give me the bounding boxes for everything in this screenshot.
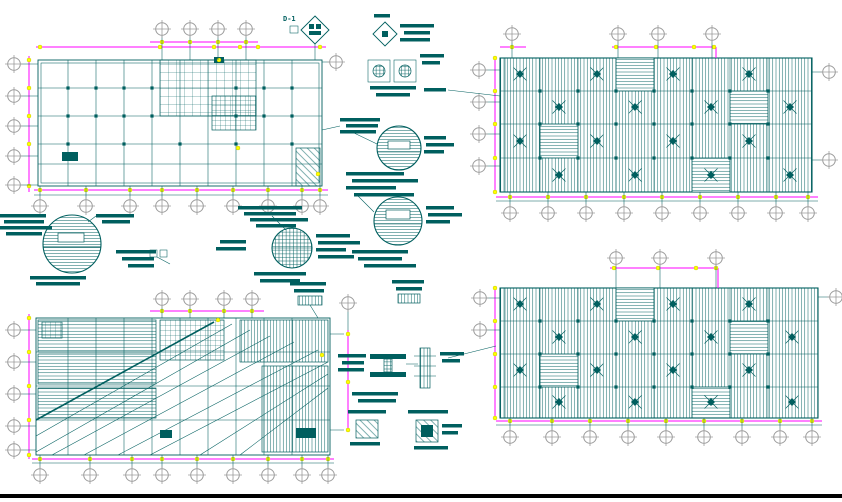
detail-pile-caps xyxy=(367,54,446,97)
plan-roof-deck xyxy=(35,317,331,456)
plan-foundation-grid-bubbles xyxy=(4,19,346,216)
details: D-1 xyxy=(0,14,501,450)
plan-framing-2-grid-bubbles xyxy=(470,248,842,447)
leader-lines xyxy=(87,44,501,365)
detail-circle-4 xyxy=(352,196,462,268)
detail-marker-2 xyxy=(372,14,434,47)
sheet-border xyxy=(0,494,842,498)
plan-framing-2-deck xyxy=(499,287,819,419)
detail-footing-sections xyxy=(348,410,462,450)
plan-foundation xyxy=(4,19,346,216)
plan-framing-1-grid-bubbles xyxy=(469,24,839,223)
plan-foundation-walls xyxy=(37,57,323,187)
plan-framing-1-deck xyxy=(499,57,813,193)
legend-notes xyxy=(116,249,168,268)
plan-roof xyxy=(4,289,358,485)
plan-framing-2-dimensions xyxy=(492,265,822,426)
plan-framing-1 xyxy=(469,24,839,223)
detail-circle-1 xyxy=(0,214,134,286)
detail-circle-2 xyxy=(216,206,360,283)
detail-marker-d1-label: D-1 xyxy=(283,15,296,23)
detail-circle-3 xyxy=(340,118,454,197)
detail-column-section xyxy=(414,347,464,389)
plan-foundation-dimensions xyxy=(26,39,328,196)
plan-framing-2 xyxy=(470,248,842,447)
detail-beam-section xyxy=(338,354,406,403)
plan-framing-1-dimensions xyxy=(492,44,818,202)
plan-roof-dimensions xyxy=(26,308,351,464)
plan-roof-grid-bubbles xyxy=(4,289,358,485)
